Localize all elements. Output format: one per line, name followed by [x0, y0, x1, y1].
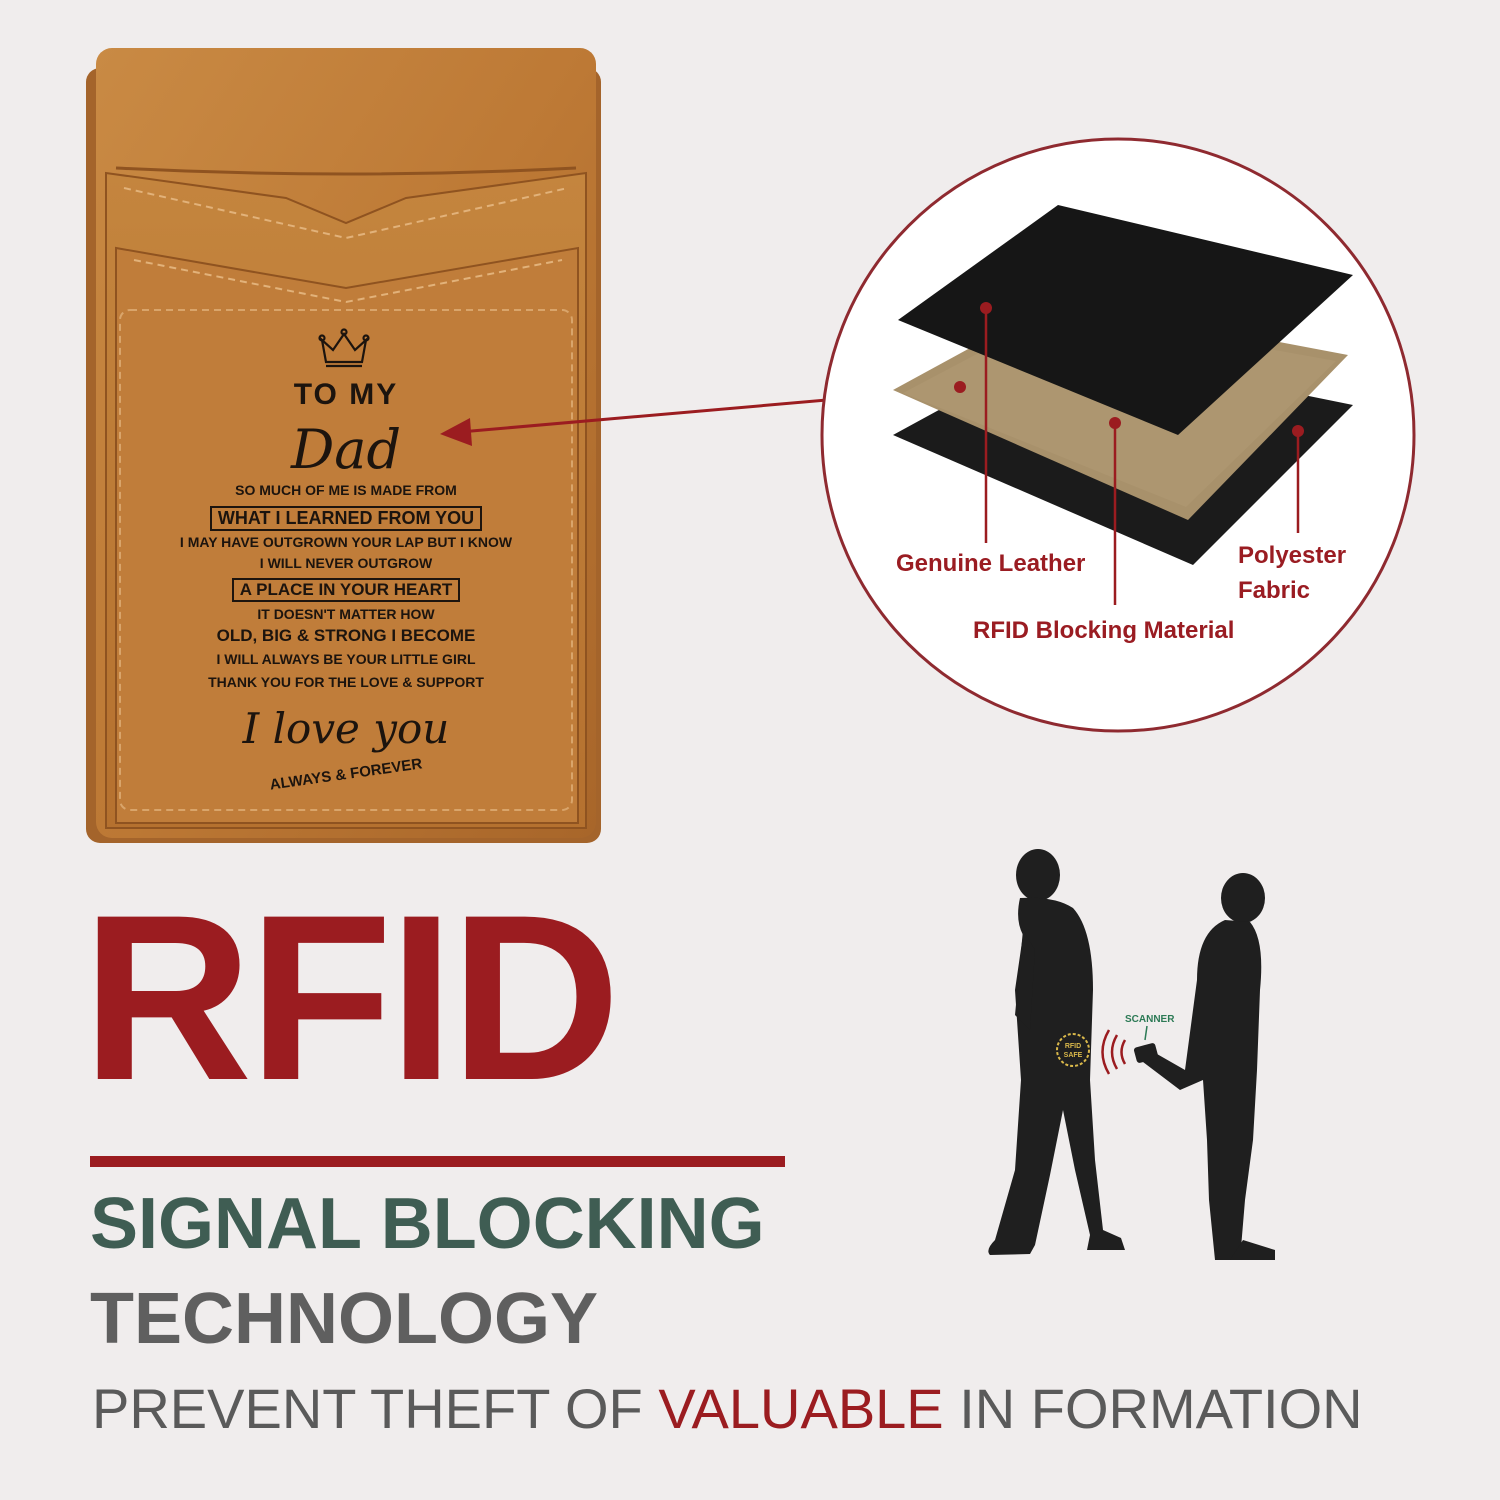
engraving-line-5-text: A PLACE IN YOUR HEART — [231, 578, 461, 602]
subtitle-technology: TECHNOLOGY — [90, 1279, 599, 1359]
engraving-to-my: TO MY — [293, 378, 399, 411]
wallet-image: TO MY Dad SO MUCH OF ME IS MADE FROM WHA… — [76, 48, 616, 848]
engraving-line-2-text: WHAT I LEARNED FROM YOU — [209, 506, 483, 531]
badge-line-1: RFID — [1065, 1043, 1081, 1050]
people-silhouette-icon: RFID SAFE SCANNER — [988, 849, 1275, 1260]
engraving-line-5: A PLACE IN YOUR HEART — [76, 578, 616, 602]
engraving-line-8: I WILL ALWAYS BE YOUR LITTLE GIRL — [216, 651, 476, 667]
layers-illustration — [820, 137, 1416, 733]
scanner-label: SCANNER — [1125, 1014, 1175, 1025]
engraving-line-3: I MAY HAVE OUTGROWN YOUR LAP BUT I KNOW — [179, 534, 513, 550]
wallet-illustration — [86, 48, 601, 843]
label-rfid-blocking-material: RFID Blocking Material — [973, 617, 1235, 644]
engraving-dad: Dad — [290, 418, 402, 481]
signal-waves-icon — [1101, 1029, 1127, 1075]
headline-divider — [90, 1156, 785, 1167]
layers-diagram: Genuine Leather RFID Blocking Material P… — [818, 135, 1418, 735]
engraving-line-2: WHAT I LEARNED FROM YOU — [76, 506, 616, 531]
rfid-headline: RFID — [82, 866, 621, 1130]
rfid-scan-scene: RFID SAFE SCANNER — [975, 840, 1275, 1280]
engraving-line-4: I WILL NEVER OUTGROW — [259, 555, 433, 571]
label-fabric: Fabric — [1238, 577, 1311, 604]
subtitle-signal-blocking: SIGNAL BLOCKING — [90, 1184, 765, 1264]
tagline-prefix: PREVENT THEFT OF — [92, 1377, 659, 1440]
badge-line-2: SAFE — [1064, 1052, 1083, 1059]
engraving-line-6: IT DOESN'T MATTER HOW — [257, 606, 435, 622]
label-polyester: Polyester — [1238, 542, 1347, 569]
label-genuine-leather: Genuine Leather — [896, 550, 1086, 577]
crown-icon — [318, 328, 370, 368]
engraving-love: I love you — [242, 704, 450, 753]
tagline-suffix: IN FORMATION — [943, 1377, 1363, 1440]
tagline: PREVENT THEFT OF VALUABLE IN FORMATION — [92, 1381, 1363, 1437]
engraving-line-7: OLD, BIG & STRONG I BECOME — [216, 626, 476, 645]
engraving-line-1: SO MUCH OF ME IS MADE FROM — [235, 482, 457, 498]
engraving-line-9: THANK YOU FOR THE LOVE & SUPPORT — [208, 674, 484, 690]
tagline-highlight: VALUABLE — [658, 1377, 944, 1440]
